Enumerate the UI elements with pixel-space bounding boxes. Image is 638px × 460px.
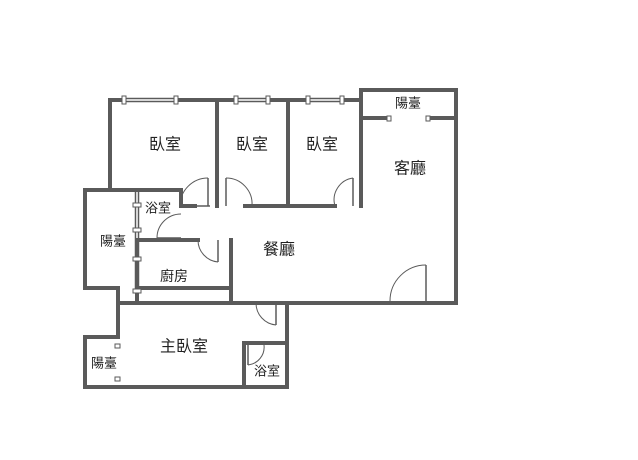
- label-balcony-left: 陽臺: [100, 235, 126, 250]
- label-bedroom-1: 臥室: [149, 135, 181, 154]
- room-labels: 臥室 臥室 臥室 陽臺 客廳 浴室 陽臺 餐廳 廚房 主臥室 陽臺 浴室: [91, 97, 426, 380]
- door-bedroom-2: [225, 177, 253, 207]
- door-bathroom-1: [156, 213, 182, 239]
- label-bedroom-3: 臥室: [306, 135, 338, 154]
- door-bedroom-1: [179, 177, 210, 207]
- door-kitchen: [197, 239, 219, 263]
- door-bedroom-3: [333, 177, 354, 207]
- windows: [114, 95, 431, 382]
- label-bedroom-2: 臥室: [236, 135, 268, 154]
- label-kitchen: 廚房: [160, 268, 188, 285]
- label-balcony-bottom: 陽臺: [91, 357, 117, 372]
- label-living-room: 客廳: [394, 159, 426, 178]
- door-master-bedroom: [255, 302, 277, 326]
- door-living-entrance: [389, 264, 427, 302]
- label-bathroom-1: 浴室: [145, 201, 171, 217]
- doors: [156, 177, 427, 366]
- door-bathroom-2: [247, 343, 265, 366]
- label-balcony-top: 陽臺: [395, 97, 421, 112]
- interior-walls: [108, 98, 458, 389]
- label-master-bedroom: 主臥室: [160, 337, 208, 356]
- label-dining-room: 餐廳: [263, 240, 295, 259]
- label-bathroom-2: 浴室: [254, 364, 280, 380]
